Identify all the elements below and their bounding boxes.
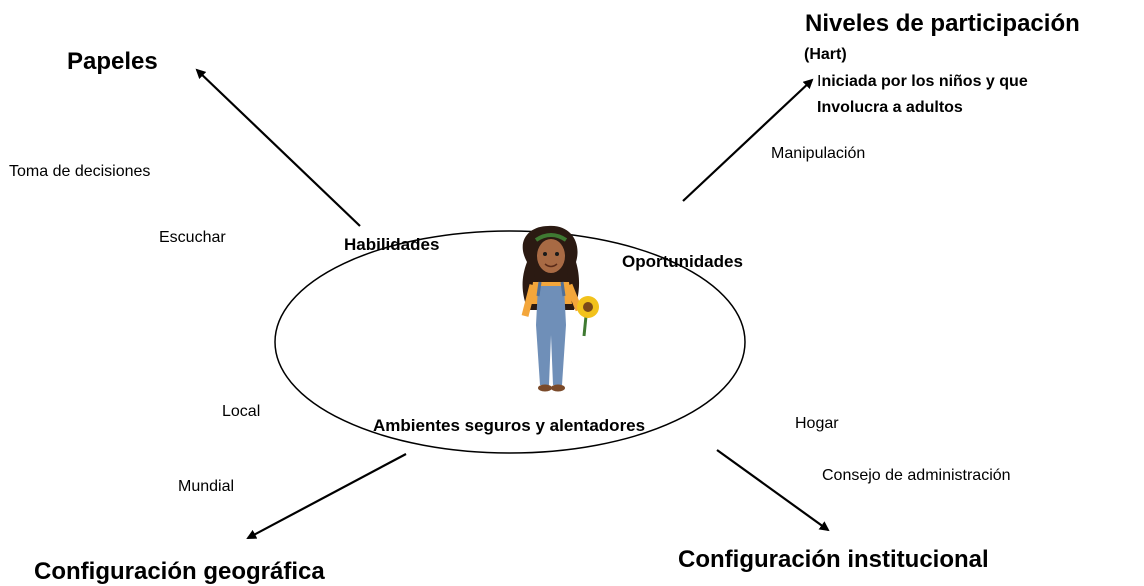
arrow-to-geographic xyxy=(246,453,407,539)
arrow-to-roles xyxy=(195,68,361,227)
geographic-example-local: Local xyxy=(222,403,261,420)
geographic-example-global: Mundial xyxy=(178,478,235,495)
participation-level-line2: Involucra a adultos xyxy=(817,99,963,116)
ellipse-label-skills: Habilidades xyxy=(344,235,440,254)
central-ellipse xyxy=(274,230,746,454)
participation-heading: Niveles de participación xyxy=(805,10,1080,37)
institutional-heading: Configuración institucional xyxy=(678,546,989,573)
roles-example-listening: Escuchar xyxy=(159,229,226,246)
arrow-to-institutional xyxy=(716,449,830,532)
institutional-example-home: Hogar xyxy=(795,415,839,432)
roles-example-decision-making: Toma de decisiones xyxy=(9,163,151,180)
participation-level-line1: Iniciada por los niños y que xyxy=(817,73,1028,91)
girl-with-sunflower-illustration xyxy=(521,225,599,392)
arrow-to-participation xyxy=(682,78,814,202)
participation-source: (Hart) xyxy=(804,46,847,63)
ellipse-label-opportunities: Oportunidades xyxy=(622,252,743,271)
participation-example-manipulation: Manipulación xyxy=(771,145,866,162)
ellipse-label-safe-environments: Ambientes seguros y alentadores xyxy=(373,416,646,435)
roles-heading: Papeles xyxy=(67,48,158,75)
participation-level-line1-rest: niciada por los niños y que xyxy=(821,73,1028,90)
geographic-heading: Configuración geográfica xyxy=(34,558,325,585)
institutional-example-board: Consejo de administración xyxy=(822,467,1011,484)
participation-level-line1-initial: I xyxy=(817,73,822,90)
